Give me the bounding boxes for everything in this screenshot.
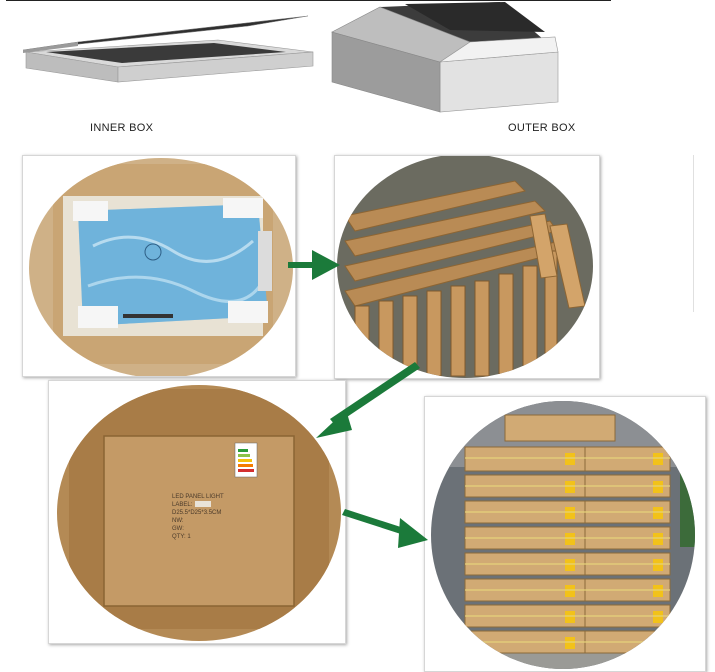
label-line-4: NW: [172,518,184,524]
photo-frame-inner-box-packing [22,155,296,377]
outer-box-label: OUTER BOX [508,122,576,134]
photo-boxed-panel-with-label: LED PANEL LIGHT LABEL: D25.5*D25*3.5CM N… [57,385,341,641]
arrow-right-2-icon [342,509,428,548]
photo-frame-cardboard-dividers [334,155,600,379]
top-divider-line [6,0,611,1]
inner-box-illustration [22,15,314,83]
photo-frame-stacked-cartons [424,396,706,672]
outer-box-illustration [331,2,559,113]
arrow-right-1-icon [288,250,340,280]
label-line-1: LED PANEL LIGHT [172,494,224,500]
label-line-5: GW: [172,526,184,532]
photo-frame-boxed-panel: LED PANEL LIGHT LABEL: D25.5*D25*3.5CM N… [48,380,346,644]
right-divider-line [693,155,694,312]
photo-stacked-cartons [431,401,695,669]
label-line-3: D25.5*D25*3.5CM [172,510,221,516]
label-line-6: QTY: 1 [172,534,191,540]
label-line-2: LABEL: [172,502,193,508]
photo-cardboard-dividers [337,156,593,378]
arrow-diagonal-down-left-icon [316,362,420,438]
photo-inner-box-with-panel [29,158,293,376]
inner-box-label: INNER BOX [90,122,154,134]
